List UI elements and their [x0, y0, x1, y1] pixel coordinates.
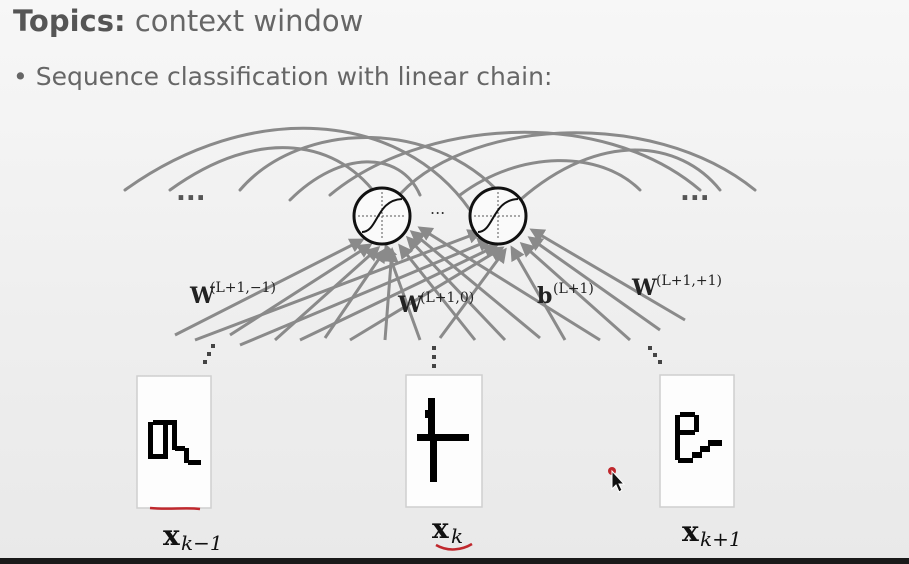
bullet-point: • Sequence classification with linear ch… [13, 62, 552, 91]
bullet-text: Sequence classification with linear chai… [35, 62, 553, 91]
svg-text:b: b [537, 283, 552, 309]
arc [393, 131, 757, 202]
arc [518, 148, 722, 202]
edge [409, 230, 541, 340]
edge [383, 247, 399, 341]
svg-text:x: x [163, 519, 180, 552]
cursor-icon [608, 467, 626, 493]
edge [229, 243, 373, 337]
edge [510, 245, 567, 341]
edge [417, 226, 601, 342]
svg-text:k: k [451, 524, 463, 548]
input-image-3 [659, 374, 735, 508]
arc [168, 146, 382, 202]
edge [398, 243, 477, 341]
svg-text:x: x [682, 515, 699, 548]
svg-text:k+1: k+1 [700, 527, 742, 551]
weight-label-right: W (L+1,+1) [631, 273, 722, 301]
edge [438, 247, 507, 339]
underline-x-k [435, 542, 473, 551]
slide-title: Topics: context window [13, 4, 363, 38]
svg-text:W: W [631, 275, 657, 301]
edge [239, 237, 493, 347]
arc [328, 130, 702, 197]
edge [174, 238, 365, 337]
svg-text:W: W [397, 292, 423, 318]
arc [458, 159, 642, 197]
svg-text:x: x [432, 512, 449, 545]
svg-text:(L+1): (L+1) [553, 281, 594, 297]
weight-label-center: W (L+1,0) [397, 290, 474, 318]
edge [529, 228, 686, 322]
ellipsis-center: ... [430, 199, 445, 218]
hidden-unit-2 [468, 186, 528, 246]
title-bold: Topics: [13, 4, 126, 38]
arc [238, 135, 512, 207]
input-edges [174, 226, 686, 347]
ellipsis-right: ... [680, 177, 710, 207]
input-label-2: x k [432, 512, 463, 548]
underline-x-km1 [149, 506, 201, 511]
svg-text:k−1: k−1 [181, 531, 223, 555]
bottom-bar [0, 558, 909, 564]
chain-arcs [123, 126, 757, 212]
edge [383, 243, 422, 341]
weight-label-left: W (L+1,−1) [189, 280, 276, 309]
svg-text:(L+1,−1): (L+1,−1) [210, 280, 276, 296]
svg-text:W: W [189, 283, 215, 309]
input-label-1: x k−1 [163, 519, 223, 555]
svg-text:(L+1,+1): (L+1,+1) [656, 273, 722, 289]
edge [527, 236, 661, 332]
edge [274, 246, 381, 342]
edge [323, 247, 387, 339]
input-image-2 [405, 374, 483, 508]
svg-text:(L+1,0): (L+1,0) [420, 290, 474, 306]
hidden-unit-1 [352, 186, 412, 246]
edge [519, 242, 631, 342]
input-ellipses [203, 344, 662, 368]
ellipsis-left: ... [176, 177, 206, 207]
bias-label: b (L+1) [537, 281, 594, 309]
edge [405, 235, 507, 342]
arc [123, 126, 472, 212]
input-label-3: x k+1 [682, 515, 742, 551]
input-image-1 [136, 375, 212, 509]
arc [288, 160, 422, 202]
title-rest: context window [134, 4, 364, 38]
bullet-marker: • [13, 62, 28, 91]
